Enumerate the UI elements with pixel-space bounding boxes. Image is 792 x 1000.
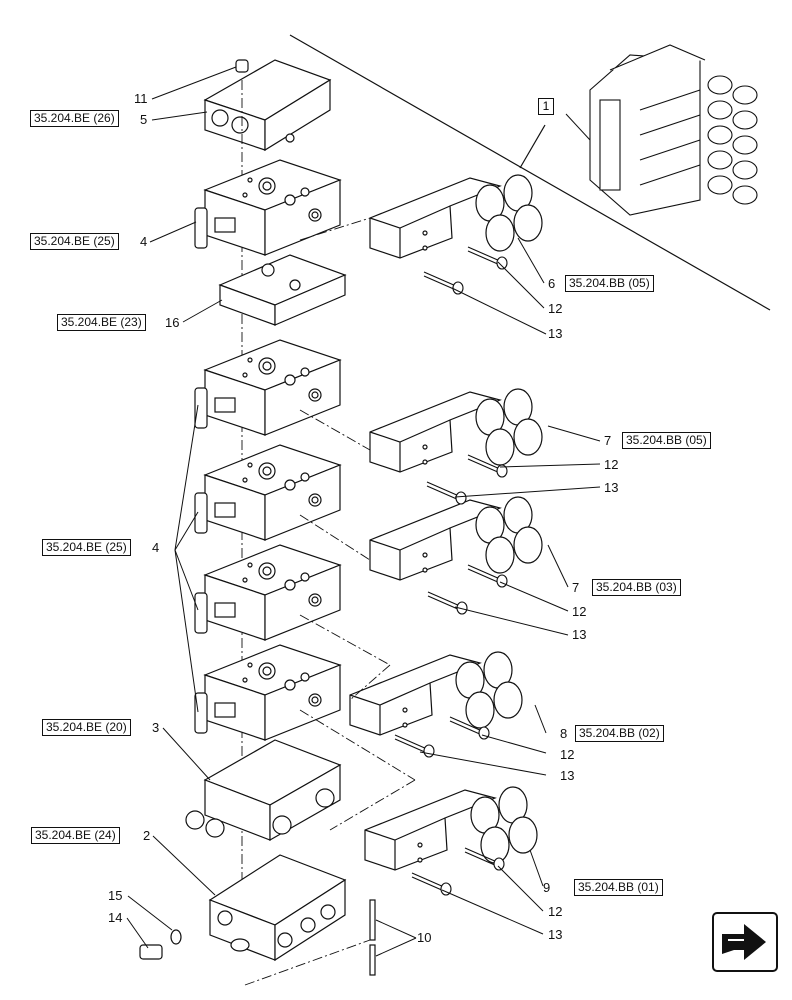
bolt-13b (426, 481, 467, 505)
callout-1-box: 1 (538, 98, 554, 115)
next-page-arrow-icon[interactable] (712, 912, 778, 972)
leader-lines (126, 66, 601, 957)
callout-13-b: 13 (604, 480, 619, 495)
ref-link-5[interactable]: 35.204.BE (26) (30, 110, 119, 127)
callout-12-d: 12 (560, 747, 575, 762)
coupler-9 (364, 786, 538, 871)
callout-12-b: 12 (604, 457, 619, 472)
fitting-and-oring (139, 929, 182, 960)
ref-link-4-top[interactable]: 35.204.BE (25) (30, 233, 119, 250)
studs (369, 899, 376, 976)
callout-6: 6 (548, 276, 556, 291)
end-cover-section (203, 59, 332, 152)
callout-10: 10 (417, 930, 432, 945)
callout-13-c: 13 (572, 627, 587, 642)
ref-link-9[interactable]: 35.204.BB (01) (574, 879, 663, 896)
callout-5: 5 (140, 112, 148, 127)
coupler-7b (369, 496, 543, 581)
callout-14: 14 (108, 910, 123, 925)
callout-13-a: 13 (548, 326, 563, 341)
callout-4-group: 4 (152, 540, 160, 555)
ref-link-8[interactable]: 35.204.BB (02) (575, 725, 664, 742)
callout-4-top: 4 (140, 234, 148, 249)
ref-link-4-group[interactable]: 35.204.BE (25) (42, 539, 131, 556)
outlet-section (208, 854, 347, 962)
inlet-section (185, 739, 342, 842)
ref-link-3[interactable]: 35.204.BE (20) (42, 719, 131, 736)
callout-13-e: 13 (548, 927, 563, 942)
connection-lines (244, 217, 416, 986)
callout-12-e: 12 (548, 904, 563, 919)
callout-15: 15 (108, 888, 123, 903)
ref-link-7-a[interactable]: 35.204.BB (05) (622, 432, 711, 449)
callout-13-d: 13 (560, 768, 575, 783)
callout-3: 3 (152, 720, 160, 735)
arrow-glyph-icon (722, 924, 766, 960)
coupler-6 (369, 174, 543, 259)
ref-link-7-b[interactable]: 35.204.BB (03) (592, 579, 681, 596)
valve-section-1 (194, 159, 341, 256)
callout-11: 11 (134, 91, 148, 106)
callout-16: 16 (165, 315, 180, 330)
coupler-7a (369, 388, 543, 473)
valve-section-4 (194, 544, 341, 641)
ref-link-16[interactable]: 35.204.BE (23) (57, 314, 146, 331)
callout-9: 9 (543, 880, 551, 895)
callout-8: 8 (560, 726, 568, 741)
inset-assembly-drawing (589, 44, 758, 216)
ref-link-6[interactable]: 35.204.BB (05) (565, 275, 654, 292)
valve-section-5 (194, 644, 341, 741)
inset-separator-line (289, 34, 771, 311)
callout-12-a: 12 (548, 301, 563, 316)
spacer-plate (218, 254, 347, 326)
inset-separator-line-2 (519, 124, 546, 169)
ref-link-2[interactable]: 35.204.BE (24) (31, 827, 120, 844)
callout-12-c: 12 (572, 604, 587, 619)
callout-2: 2 (143, 828, 151, 843)
bolt-13c (427, 591, 468, 615)
callout-7-b: 7 (572, 580, 580, 595)
coupler-8 (349, 651, 523, 736)
valve-section-3 (194, 444, 341, 541)
callout-7-a: 7 (604, 433, 612, 448)
